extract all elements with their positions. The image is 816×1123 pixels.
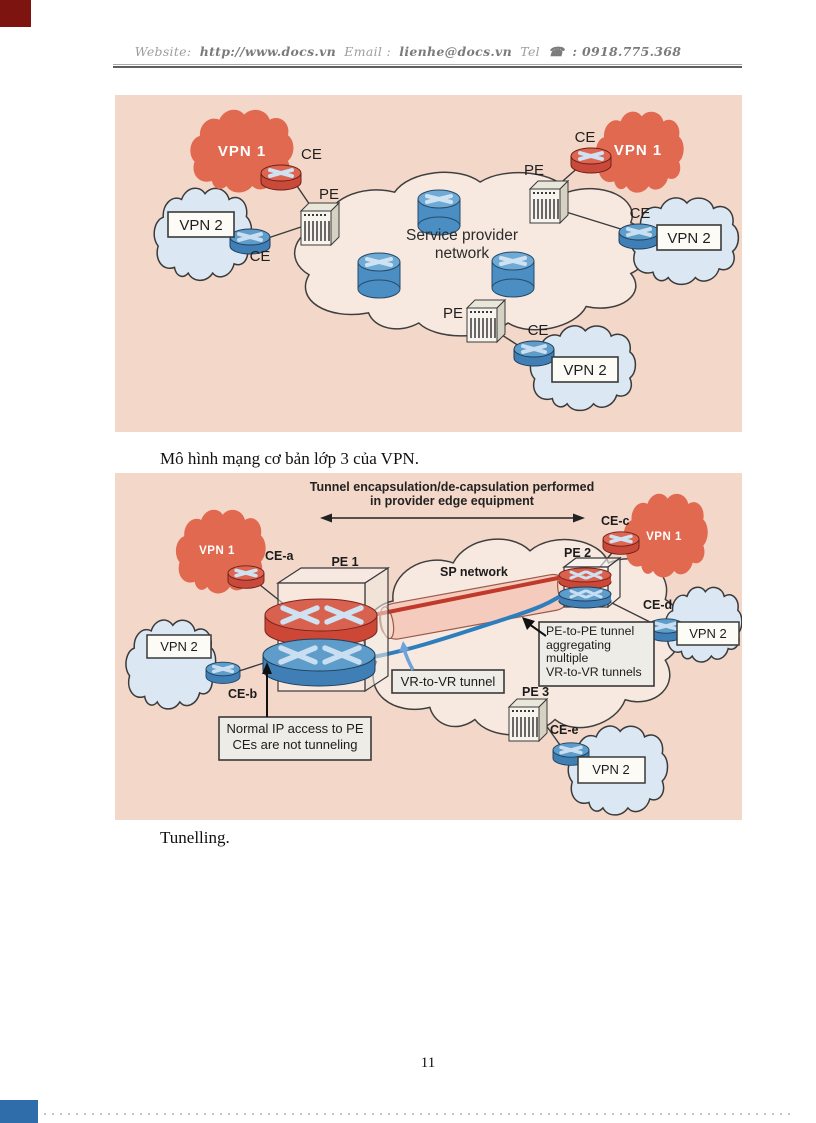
- pe2-device: [558, 556, 622, 609]
- normal-ip-callout-box: [218, 716, 372, 761]
- vpn2-label-right: VPN 2: [689, 626, 727, 641]
- vpn1-label-left: VPN 1: [218, 143, 266, 160]
- pe1-blue-vr-disc: [262, 638, 376, 687]
- ce-router-red-left: [259, 163, 303, 192]
- core-router-cylinder: [490, 250, 536, 299]
- phone-icon: ☎: [548, 44, 565, 59]
- pe2-blue-vr-disc: [558, 586, 612, 609]
- pe-tunnel-box-line1: PE-to-PE tunnel: [546, 624, 634, 638]
- pe1-red-vr-disc: [264, 598, 378, 647]
- pe1-device: [262, 566, 391, 693]
- vpn2-box-left: [167, 211, 235, 238]
- vpn2-label-bottom: VPN 2: [563, 362, 606, 379]
- page-number: 11: [420, 1055, 436, 1071]
- ce-c-router: [601, 529, 641, 557]
- ce-label: CE: [528, 322, 549, 339]
- vr-tunnel-arrow: [399, 641, 415, 671]
- pe-switch-3: [466, 299, 506, 343]
- ce-router-blue-bottom: [512, 339, 556, 368]
- vpn1-label-right: VPN 1: [646, 531, 682, 543]
- pe-tunnel-box-line3: multiple: [546, 651, 589, 665]
- ce-b-router: [204, 660, 242, 686]
- ce-label: CE: [301, 146, 322, 163]
- pe-switch-1: [300, 202, 340, 246]
- email-label: Email :: [344, 44, 392, 59]
- pe-switch-2: [529, 180, 569, 224]
- vr-tunnel-callout-box: [391, 669, 505, 694]
- pe-tunnel-box-line4: VR-to-VR tunnels: [546, 665, 642, 679]
- pe3-switch: [508, 698, 548, 742]
- tunnelling-diagram: Tunnel encapsulation/de-capsulation perf…: [125, 480, 742, 816]
- corner-artifact-red: [0, 0, 31, 27]
- ce-e-label: CE-e: [550, 723, 579, 737]
- pe3-label: PE 3: [522, 685, 549, 699]
- sp-network-label-line1: Service provider: [406, 227, 518, 244]
- sp-network-label: SP network: [440, 565, 508, 579]
- vpn2-box-right: [676, 621, 740, 646]
- ce-label: CE: [575, 129, 596, 146]
- vpn2-box-left: [146, 634, 212, 659]
- normal-ip-arrow: [262, 662, 272, 717]
- normal-ip-box-line2: CEs are not tunneling: [232, 737, 357, 752]
- tel-label: Tel: [520, 44, 540, 59]
- pe-label: PE: [443, 305, 463, 322]
- figure-tunnelling: Tunnel encapsulation/de-capsulation perf…: [115, 473, 742, 820]
- ce-b-label: CE-b: [228, 687, 258, 701]
- ce-label: CE: [250, 248, 271, 265]
- figure-layer3-vpn: VPN 1 VPN 1 VPN 2 VPN 2 VPN 2 CE CE CE C…: [115, 95, 742, 432]
- sp-network-label-line2: network: [435, 245, 490, 262]
- pe-label: PE: [524, 162, 544, 179]
- page-header: Website: http://www.docs.vn Email : lien…: [0, 44, 816, 59]
- vpn2-cloud-left: [125, 619, 217, 710]
- website-label: Website:: [134, 44, 192, 59]
- pe-tunnel-callout-box: [538, 621, 655, 687]
- pe2-red-vr-disc: [558, 567, 612, 590]
- core-router-cylinder: [356, 251, 402, 300]
- ce-router-red-right: [569, 146, 613, 175]
- pe-label: PE: [319, 186, 339, 203]
- vpn2-label-bottom: VPN 2: [592, 762, 630, 777]
- pe-tunnel-arrow: [522, 617, 547, 637]
- ce-a-label: CE-a: [265, 549, 295, 563]
- pe2-label: PE 2: [564, 546, 591, 560]
- email-address: lienhe@docs.vn: [399, 44, 513, 59]
- ce-label: CE: [630, 205, 651, 222]
- ce-router-blue-right: [617, 222, 661, 251]
- normal-ip-box-line1: Normal IP access to PE: [226, 721, 363, 736]
- website-url: http://www.docs.vn: [199, 44, 337, 59]
- vpn2-label-left: VPN 2: [179, 217, 222, 234]
- vpn1-label-left: VPN 1: [199, 545, 235, 557]
- layer3-vpn-diagram: VPN 1 VPN 1 VPN 2 VPN 2 VPN 2 CE CE CE C…: [153, 109, 739, 411]
- vpn2-box-bottom: [577, 756, 646, 784]
- vpn2-label-right: VPN 2: [667, 230, 710, 247]
- ce-c-label: CE-c: [601, 514, 630, 528]
- tunnel-title-line2: in provider edge equipment: [370, 494, 535, 508]
- footer-dotted-line: [20, 1113, 796, 1115]
- pe-tunnel-box-line2: aggregating: [546, 638, 611, 652]
- pe1-label: PE 1: [331, 555, 358, 569]
- tunnel-title-line1: Tunnel encapsulation/de-capsulation perf…: [310, 480, 595, 494]
- tel-number: : 0918.775.368: [572, 44, 682, 59]
- vr-tunnel-box-label: VR-to-VR tunnel: [401, 674, 496, 689]
- vpn2-label-left: VPN 2: [160, 639, 198, 654]
- vpn2-box-right: [656, 224, 722, 251]
- corner-artifact-blue: [0, 1100, 38, 1123]
- figure2-caption: Tunelling.: [160, 828, 230, 847]
- vpn2-box-bottom: [551, 356, 619, 383]
- encapsulation-span-arrow: [320, 513, 585, 523]
- figure1-caption: Mô hình mạng cơ bản lớp 3 của VPN.: [160, 449, 419, 468]
- ce-d-label: CE-d: [643, 598, 672, 612]
- vpn1-label-right: VPN 1: [614, 142, 662, 159]
- header-rule: [113, 64, 742, 68]
- vr-tunnel-red-line: [372, 575, 564, 617]
- ce-a-router: [226, 563, 266, 591]
